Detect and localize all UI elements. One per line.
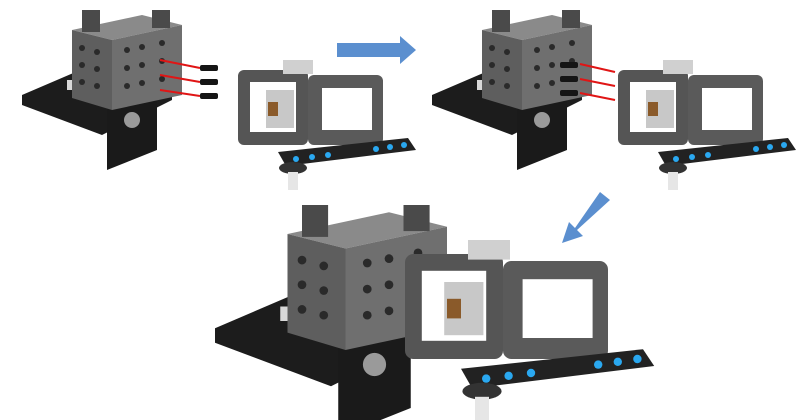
connector-pins [200,65,218,99]
step-2-panel [432,10,796,190]
insertion-arrows [579,63,616,101]
insertion-arrows [159,59,201,97]
result-panel [215,205,655,420]
step-1-panel [22,10,416,190]
arrow-down-left-icon [562,192,610,243]
arrow-right-icon [337,36,416,64]
connector-pins [560,62,578,96]
